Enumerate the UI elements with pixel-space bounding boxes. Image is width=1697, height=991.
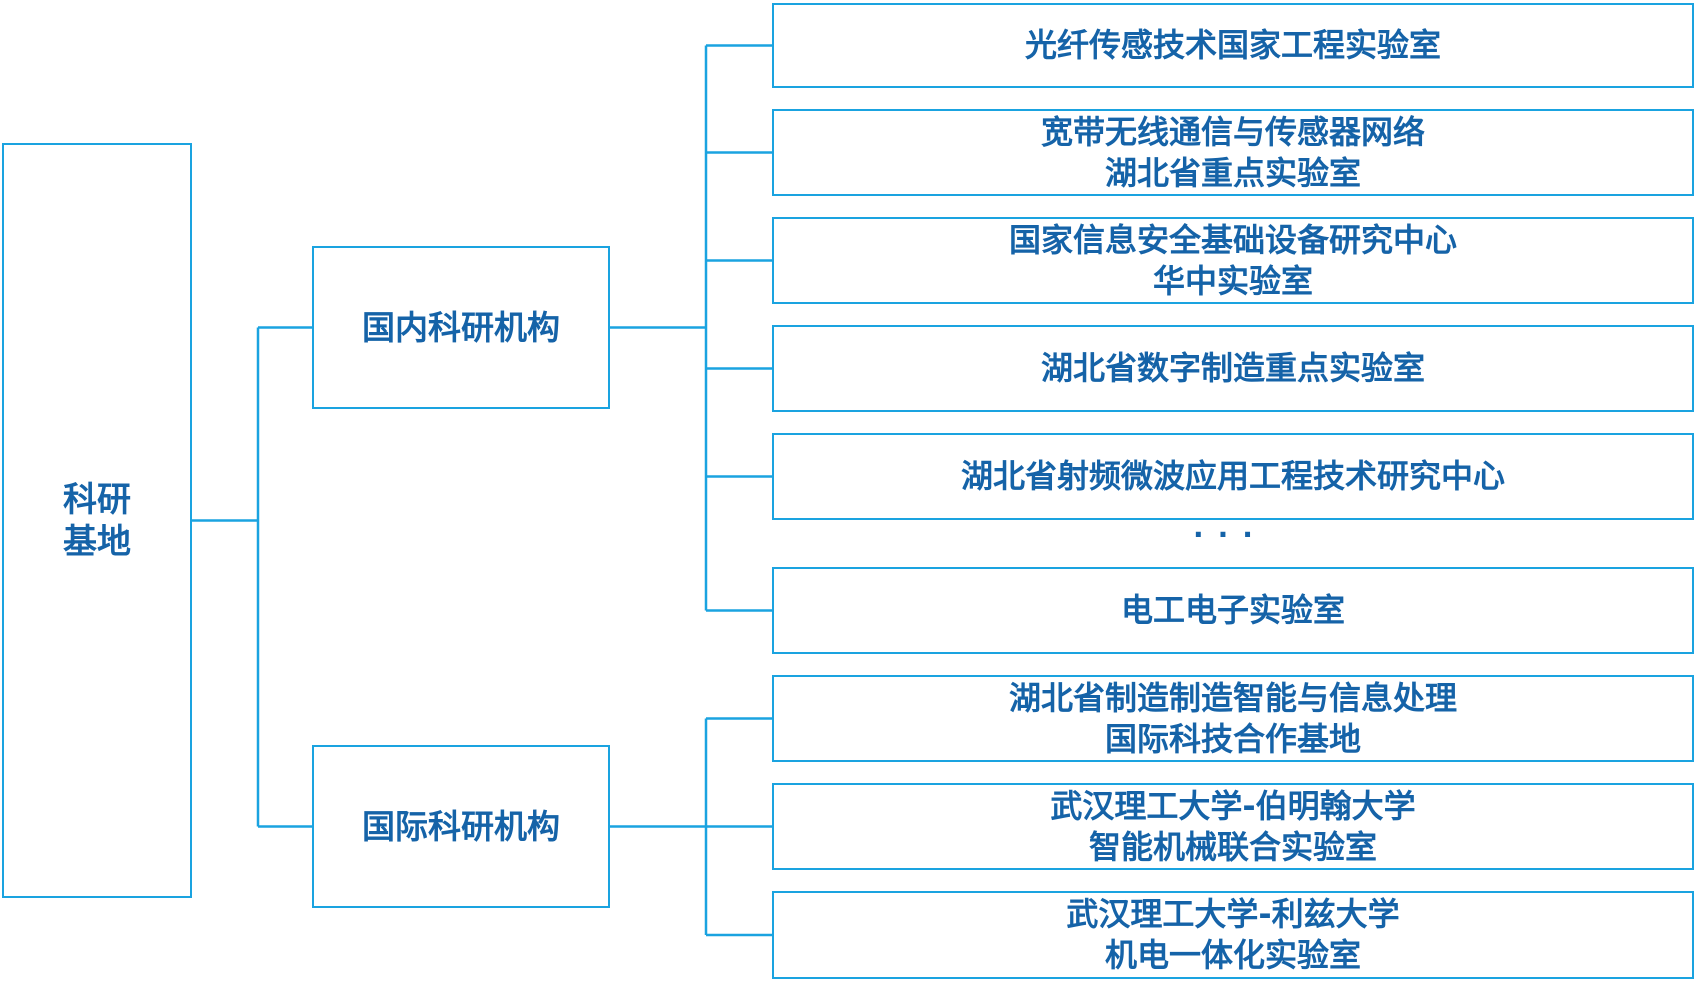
international-item-3: 武汉理工大学-利兹大学 机电一体化实验室 [772,891,1694,979]
international-node: 国际科研机构 [312,745,610,908]
international-item-2-line-1: 武汉理工大学-伯明翰大学 [1050,786,1416,825]
domestic-item-2-line-1: 宽带无线通信与传感器网络 [1040,112,1425,151]
domestic-item-4: 湖北省数字制造重点实验室 [772,325,1694,412]
international-title: 国际科研机构 [362,806,560,846]
domestic-item-3: 国家信息安全基础设备研究中心 华中实验室 [772,217,1694,304]
domestic-node: 国内科研机构 [312,246,610,409]
international-item-1: 湖北省制造制造智能与信息处理 国际科技合作基地 [772,675,1694,762]
domestic-item-3-line-2: 华中实验室 [1152,261,1313,300]
domestic-item-5-line-1: 湖北省射频微波应用工程技术研究中心 [960,457,1505,495]
domestic-item-4-line-1: 湖北省数字制造重点实验室 [1040,349,1425,387]
root-node: 科研 基地 [2,143,192,898]
domestic-item-2-line-2: 湖北省重点实验室 [1104,153,1361,192]
more-items-ellipsis: ··· [1193,518,1267,551]
domestic-item-6-line-1: 电工电子实验室 [1120,591,1345,629]
international-item-2-line-2: 智能机械联合实验室 [1088,827,1377,866]
domestic-item-1: 光纤传感技术国家工程实验室 [772,3,1694,88]
international-item-2: 武汉理工大学-伯明翰大学 智能机械联合实验室 [772,783,1694,870]
international-item-1-line-1: 湖北省制造制造智能与信息处理 [1008,678,1457,717]
international-item-3-line-1: 武汉理工大学-利兹大学 [1066,895,1400,933]
international-item-3-line-2: 机电一体化实验室 [1104,936,1361,974]
international-item-1-line-2: 国际科技合作基地 [1104,719,1361,758]
domestic-item-2: 宽带无线通信与传感器网络 湖北省重点实验室 [772,109,1694,196]
root-label-line-1: 科研 [63,479,131,520]
domestic-title: 国内科研机构 [362,307,560,347]
domestic-item-3-line-1: 国家信息安全基础设备研究中心 [1008,220,1457,259]
domestic-item-5: 湖北省射频微波应用工程技术研究中心 [772,433,1694,520]
domestic-item-6: 电工电子实验室 [772,567,1694,654]
root-label-line-2: 基地 [63,521,131,562]
domestic-item-1-line-1: 光纤传感技术国家工程实验室 [1024,26,1441,64]
